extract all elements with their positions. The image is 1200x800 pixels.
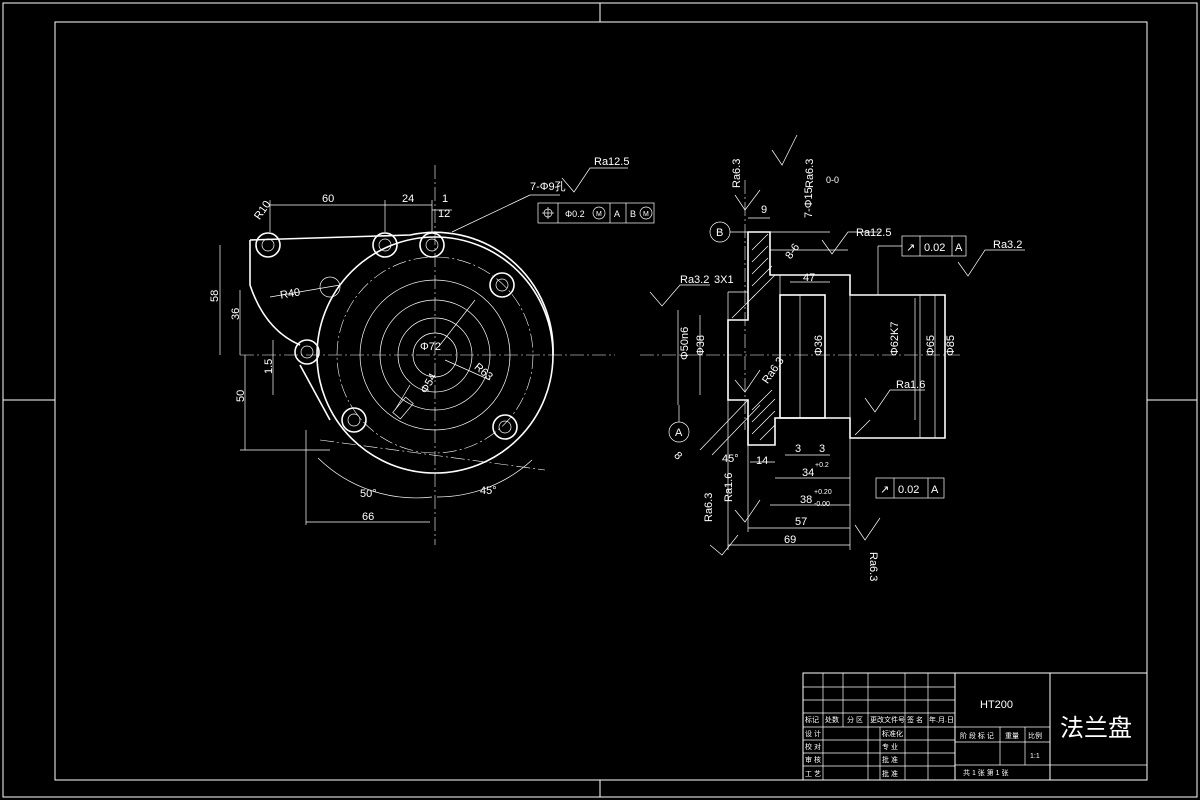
dim-85: Φ85 — [945, 335, 957, 356]
dim-38b: 38 — [800, 494, 812, 506]
dim-62k7: Φ62K7 — [889, 322, 901, 356]
dim-45deg: 45° — [480, 485, 497, 497]
dim-thread: 7-Φ15 — [803, 187, 815, 218]
svg-text:重量: 重量 — [1005, 732, 1019, 740]
dim-36: Φ36 — [813, 335, 825, 356]
svg-text:处数: 处数 — [825, 715, 839, 724]
svg-text:设 计: 设 计 — [805, 729, 821, 738]
material-label: HT200 — [980, 699, 1013, 711]
dim-34-tol: +0.2 — [815, 462, 829, 469]
svg-text:年.月.日: 年.月.日 — [929, 715, 954, 724]
dim-3x1: 3X1 — [714, 274, 734, 286]
dim-12: 12 — [438, 208, 450, 220]
datum-a: A — [675, 427, 683, 439]
hatching — [731, 233, 871, 441]
dim-3a: 3 — [795, 443, 801, 455]
dim-50deg: 50° — [360, 488, 377, 500]
ra-mid: Ra6.3 — [760, 355, 787, 386]
dim-8: 8 — [671, 450, 684, 463]
svg-text:专 业: 专 业 — [882, 742, 898, 751]
part-name: 法兰盘 — [1060, 714, 1132, 742]
dim-38-tol-up: +0.20 — [814, 489, 832, 496]
svg-text:标记: 标记 — [805, 715, 819, 724]
ra-bottom2: Ra6.3 — [703, 493, 715, 522]
holes-callout: 7-Φ9孔 — [530, 180, 566, 193]
ra-top1: Ra6.3 — [731, 159, 743, 188]
svg-text:标准化: 标准化 — [882, 729, 903, 738]
dim-38: Φ38 — [695, 335, 707, 356]
svg-text:比例: 比例 — [1028, 731, 1042, 740]
svg-text:审 核: 审 核 — [805, 755, 821, 764]
svg-text:↗: ↗ — [880, 484, 889, 496]
dim-66: 66 — [362, 511, 374, 523]
dim-1-5: 1.5 — [263, 359, 275, 374]
holes-roughness: Ra12.5 — [594, 156, 629, 168]
position-value: Φ0.2 — [565, 209, 585, 219]
svg-text:A: A — [931, 484, 939, 496]
svg-text:签 名: 签 名 — [907, 715, 923, 724]
datum-a-ref: A — [614, 209, 620, 219]
dim-50: 50 — [235, 390, 247, 402]
ra-top2: Ra6.3 — [804, 159, 816, 188]
ra-left: Ra3.2 — [680, 274, 709, 286]
dim-69: 69 — [784, 534, 796, 546]
dim-depth: 8-6 — [783, 242, 802, 262]
dim-9: 9 — [761, 204, 767, 216]
ra-right: Ra1.6 — [896, 379, 925, 391]
dim-65: Φ65 — [925, 335, 937, 356]
dim-58: 58 — [209, 290, 221, 302]
ra-bottom3: Ra6.3 — [867, 552, 879, 581]
dim-34: 34 — [802, 467, 814, 479]
svg-text:工 艺: 工 艺 — [805, 770, 821, 778]
ra-top3: Ra12.5 — [856, 227, 891, 239]
svg-text:批 准: 批 准 — [882, 769, 898, 778]
dim-38-tol-lo: -0.00 — [814, 501, 830, 508]
section-outline — [699, 231, 946, 456]
dim-r40: R40 — [279, 286, 301, 301]
svg-text:0.02: 0.02 — [898, 484, 919, 496]
ra-top4: Ra3.2 — [993, 239, 1022, 251]
dim-1: 1 — [442, 193, 448, 205]
dim-dia72: Φ72 — [420, 341, 441, 353]
dim-57: 57 — [795, 516, 807, 528]
position-tolerance-frame: Φ0.2 M A B M — [537, 202, 655, 224]
dim-45deg: 45° — [722, 453, 739, 465]
svg-text:阶 段 标 记: 阶 段 标 记 — [960, 731, 994, 740]
front-view: 60 24 1 12 R10 R40 58 36 1.5 50 66 50° 4… — [209, 156, 655, 545]
svg-text:更改文件号: 更改文件号 — [870, 715, 905, 724]
dim-50n6: Φ50n6 — [679, 327, 691, 360]
svg-text:分 区: 分 区 — [847, 715, 863, 724]
sheet-count: 共 1 张 第 1 张 — [963, 768, 1009, 777]
title-block: 标记 处数 分 区 更改文件号 签 名 年.月.日 设 计 校 对 审 核 工 … — [802, 672, 1148, 781]
datum-b: B — [716, 227, 723, 239]
bolt-holes — [255, 232, 518, 440]
ra-bottom1: Ra1.6 — [723, 473, 735, 502]
mmc-mark-2: M — [643, 211, 649, 218]
datum-b-ref: B — [630, 209, 636, 219]
dim-14: 14 — [756, 455, 768, 467]
dim-60: 60 — [322, 193, 334, 205]
section-view: Ra6.3 Ra6.3 0-0 Ra12.5 Ra3.2 Ra3.2 Ra6.3… — [640, 134, 1025, 581]
svg-text:0.02: 0.02 — [924, 242, 945, 254]
svg-text:批 准: 批 准 — [882, 755, 898, 764]
dim-3b: 3 — [819, 443, 825, 455]
mmc-mark-1: M — [596, 211, 602, 218]
ra-top-note: 0-0 — [826, 175, 839, 185]
runout-frame-top: ↗ 0.02 A — [877, 235, 967, 295]
dim-47: 47 — [803, 272, 815, 284]
dim-24: 24 — [402, 193, 414, 205]
runout-frame-bottom: ↗ 0.02 A — [875, 477, 945, 499]
scale-value: 1:1 — [1030, 753, 1040, 760]
dim-r63: R63 — [472, 361, 495, 383]
svg-text:校 对: 校 对 — [805, 742, 821, 751]
svg-text:A: A — [955, 242, 963, 254]
dim-36: 36 — [230, 308, 242, 320]
svg-text:↗: ↗ — [906, 242, 915, 254]
